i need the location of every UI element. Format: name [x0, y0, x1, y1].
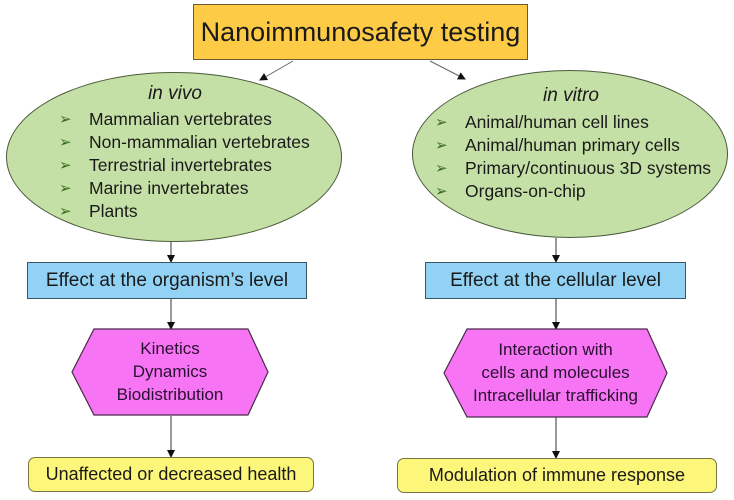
title-text: Nanoimmunosafety testing: [200, 16, 521, 47]
list-item: ➢Animal/human primary cells: [435, 135, 680, 155]
arrow-bullet-icon: ➢: [59, 134, 72, 151]
outcome-box-health: Unaffected or decreased health: [28, 457, 314, 492]
process-hexagon-right: [443, 328, 668, 418]
list-item: ➢Non-mammalian vertebrates: [59, 132, 310, 152]
process-text-right: Interaction with cells and molecules Int…: [472, 340, 639, 405]
list-item: ➢Mammalian vertebrates: [59, 109, 272, 129]
effect-text: Effect at the organism’s level: [45, 269, 289, 291]
arrow-title-to-invitro: [429, 60, 466, 80]
process-text-left: Kinetics Dynamics Biodistribution: [116, 339, 224, 404]
list-item: ➢Organs-on-chip: [435, 181, 586, 201]
invitro-ellipse: in vitro ➢Animal/human cell lines ➢Anima…: [412, 70, 728, 238]
outcome-text: Unaffected or decreased health: [45, 464, 297, 484]
effect-box-organism: Effect at the organism’s level: [27, 262, 307, 299]
arrow-bullet-icon: ➢: [59, 180, 72, 197]
effect-box-cellular: Effect at the cellular level: [425, 262, 686, 299]
invitro-heading: in vitro: [543, 85, 599, 106]
arrow-bullet-icon: ➢: [59, 157, 72, 174]
arrow-title-to-invivo: [259, 60, 294, 81]
list-item: ➢Terrestrial invertebrates: [59, 155, 272, 175]
process-hexagon-left: [71, 328, 269, 416]
arrow-bullet-icon: ➢: [59, 111, 72, 128]
outcome-text: Modulation of immune response: [428, 465, 686, 485]
arrow-bullet-icon: ➢: [435, 114, 448, 131]
list-item: ➢Primary/continuous 3D systems: [435, 158, 712, 178]
arrow-bullet-icon: ➢: [435, 137, 448, 154]
title-box: Nanoimmunosafety testing: [193, 4, 528, 60]
invivo-list: ➢Mammalian vertebrates ➢Non-mammalian ve…: [59, 108, 310, 223]
invitro-list: ➢Animal/human cell lines ➢Animal/human p…: [435, 111, 711, 203]
arrow-bullet-icon: ➢: [59, 203, 72, 220]
invivo-heading: in vivo: [148, 83, 202, 104]
outcome-box-immune: Modulation of immune response: [397, 458, 717, 493]
invivo-ellipse: in vivo ➢Mammalian vertebrates ➢Non-mamm…: [6, 72, 342, 242]
effect-text: Effect at the cellular level: [450, 269, 661, 291]
list-item: ➢Marine invertebrates: [59, 178, 249, 198]
list-item: ➢Animal/human cell lines: [435, 112, 649, 132]
arrow-bullet-icon: ➢: [435, 183, 448, 200]
list-item: ➢Plants: [59, 201, 138, 221]
arrow-bullet-icon: ➢: [435, 160, 448, 177]
